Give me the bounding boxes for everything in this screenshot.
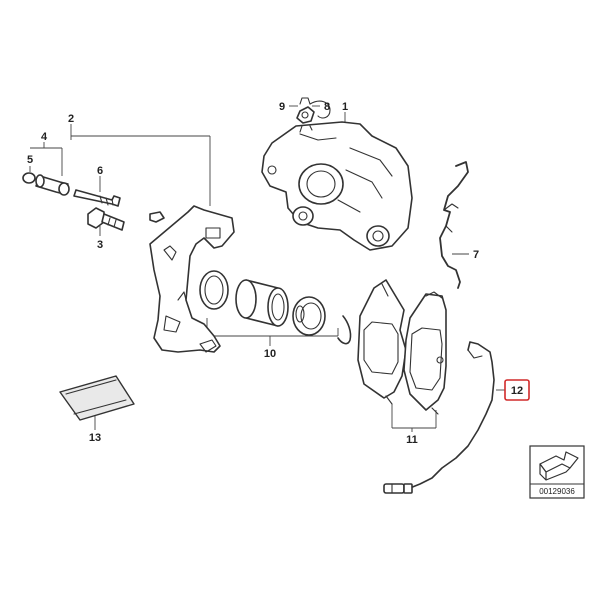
- label-9: 9: [279, 101, 285, 113]
- label-4: 4: [41, 131, 48, 143]
- highlighted-callout-12[interactable]: 12: [504, 379, 530, 401]
- view-arrow-icon: [539, 451, 579, 481]
- grease-packet: [59, 375, 135, 421]
- anti-rattle-spring: [439, 161, 469, 289]
- leader-lines: [29, 105, 505, 432]
- label-3: 3: [97, 239, 103, 251]
- label-2: 2: [68, 113, 74, 125]
- caliper-housing: [261, 121, 413, 251]
- label-7: 7: [473, 249, 479, 261]
- bleeder-valve: [296, 97, 331, 133]
- reference-number: 00129036: [539, 487, 575, 496]
- label-13: 13: [89, 432, 101, 444]
- guide-pins-and-bolts: [22, 172, 165, 231]
- reference-block: 00129036: [529, 445, 585, 499]
- label-12: 12: [511, 385, 523, 397]
- piston-repair-kit: [199, 270, 352, 345]
- label-11: 11: [406, 434, 418, 446]
- label-5: 5: [27, 154, 33, 166]
- part-labels: 1 2 3 4 5 6 7 8 9 10 11 13: [27, 101, 479, 446]
- brake-pad-set: [357, 279, 447, 415]
- label-10: 10: [264, 348, 276, 360]
- reference-frame: [529, 445, 585, 499]
- label-6: 6: [97, 165, 103, 177]
- label-1: 1: [342, 101, 348, 113]
- brake-pad-wear-sensor: [383, 341, 495, 494]
- label-8: 8: [324, 101, 330, 113]
- callout-box: [504, 379, 530, 401]
- caliper-carrier: [149, 205, 235, 353]
